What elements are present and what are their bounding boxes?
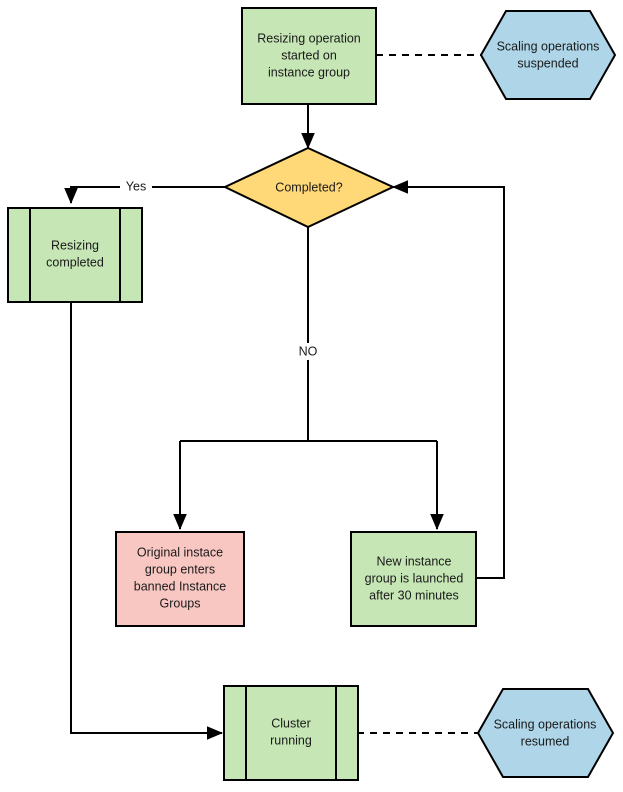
cluster-running-line-1: Cluster xyxy=(271,716,311,730)
new-instance-line-2: group is launched xyxy=(365,571,464,585)
banned-line-4: Groups xyxy=(160,596,201,610)
resizing-started-line-1: Resizing operation xyxy=(257,31,361,45)
node-completed-decision[interactable]: Completed? xyxy=(222,146,396,229)
node-scaling-suspended[interactable]: Scaling operations suspended xyxy=(479,10,617,100)
scaling-suspended-hexagon xyxy=(479,10,617,100)
banned-line-2: group enters xyxy=(145,562,215,576)
banned-line-3: banned Instance xyxy=(134,579,226,593)
edge-label-yes: Yes xyxy=(120,178,152,195)
new-instance-group-box xyxy=(350,531,477,627)
edge-new-instance-group-to-completed xyxy=(392,180,505,579)
resizing-completed-line-1: Resizing xyxy=(51,238,99,252)
new-instance-line-3: after 30 minutes xyxy=(369,588,459,602)
resizing-started-box xyxy=(241,7,377,105)
resizing-started-line-2: started on xyxy=(281,48,337,62)
completed-label: Completed? xyxy=(275,180,342,194)
node-cluster-running[interactable]: Cluster running xyxy=(223,685,359,781)
edge-completed-yes-to-resizing-completed xyxy=(64,186,228,204)
yes-label-text: Yes xyxy=(126,179,146,193)
resizing-started-line-3: instance group xyxy=(268,65,350,79)
node-banned-instance-groups[interactable]: Original instace group enters banned Ins… xyxy=(115,531,245,627)
node-resizing-completed[interactable]: Resizing completed xyxy=(7,207,143,303)
banned-line-1: Original instace xyxy=(137,545,223,559)
edge-label-no: NO xyxy=(292,343,324,360)
banned-instance-groups-box xyxy=(115,531,245,627)
scaling-suspended-line-1: Scaling operations xyxy=(497,39,600,53)
node-new-instance-group[interactable]: New instance group is launched after 30 … xyxy=(350,531,477,627)
no-label-text: NO xyxy=(299,344,318,358)
scaling-resumed-hexagon xyxy=(476,688,615,778)
completed-diamond xyxy=(222,146,396,229)
no-label-bg xyxy=(292,343,324,360)
node-scaling-resumed[interactable]: Scaling operations resumed xyxy=(476,688,615,778)
yes-label-bg xyxy=(120,178,152,195)
scaling-resumed-line-1: Scaling operations xyxy=(494,717,597,731)
new-instance-line-1: New instance xyxy=(376,554,451,568)
resizing-completed-line-2: completed xyxy=(46,255,104,269)
cluster-running-line-2: running xyxy=(270,733,312,747)
edge-resizing-completed-to-cluster-running xyxy=(70,302,223,740)
node-resizing-started[interactable]: Resizing operation started on instance g… xyxy=(241,7,377,105)
scaling-resumed-line-2: resumed xyxy=(521,734,570,748)
scaling-suspended-line-2: suspended xyxy=(517,56,578,70)
